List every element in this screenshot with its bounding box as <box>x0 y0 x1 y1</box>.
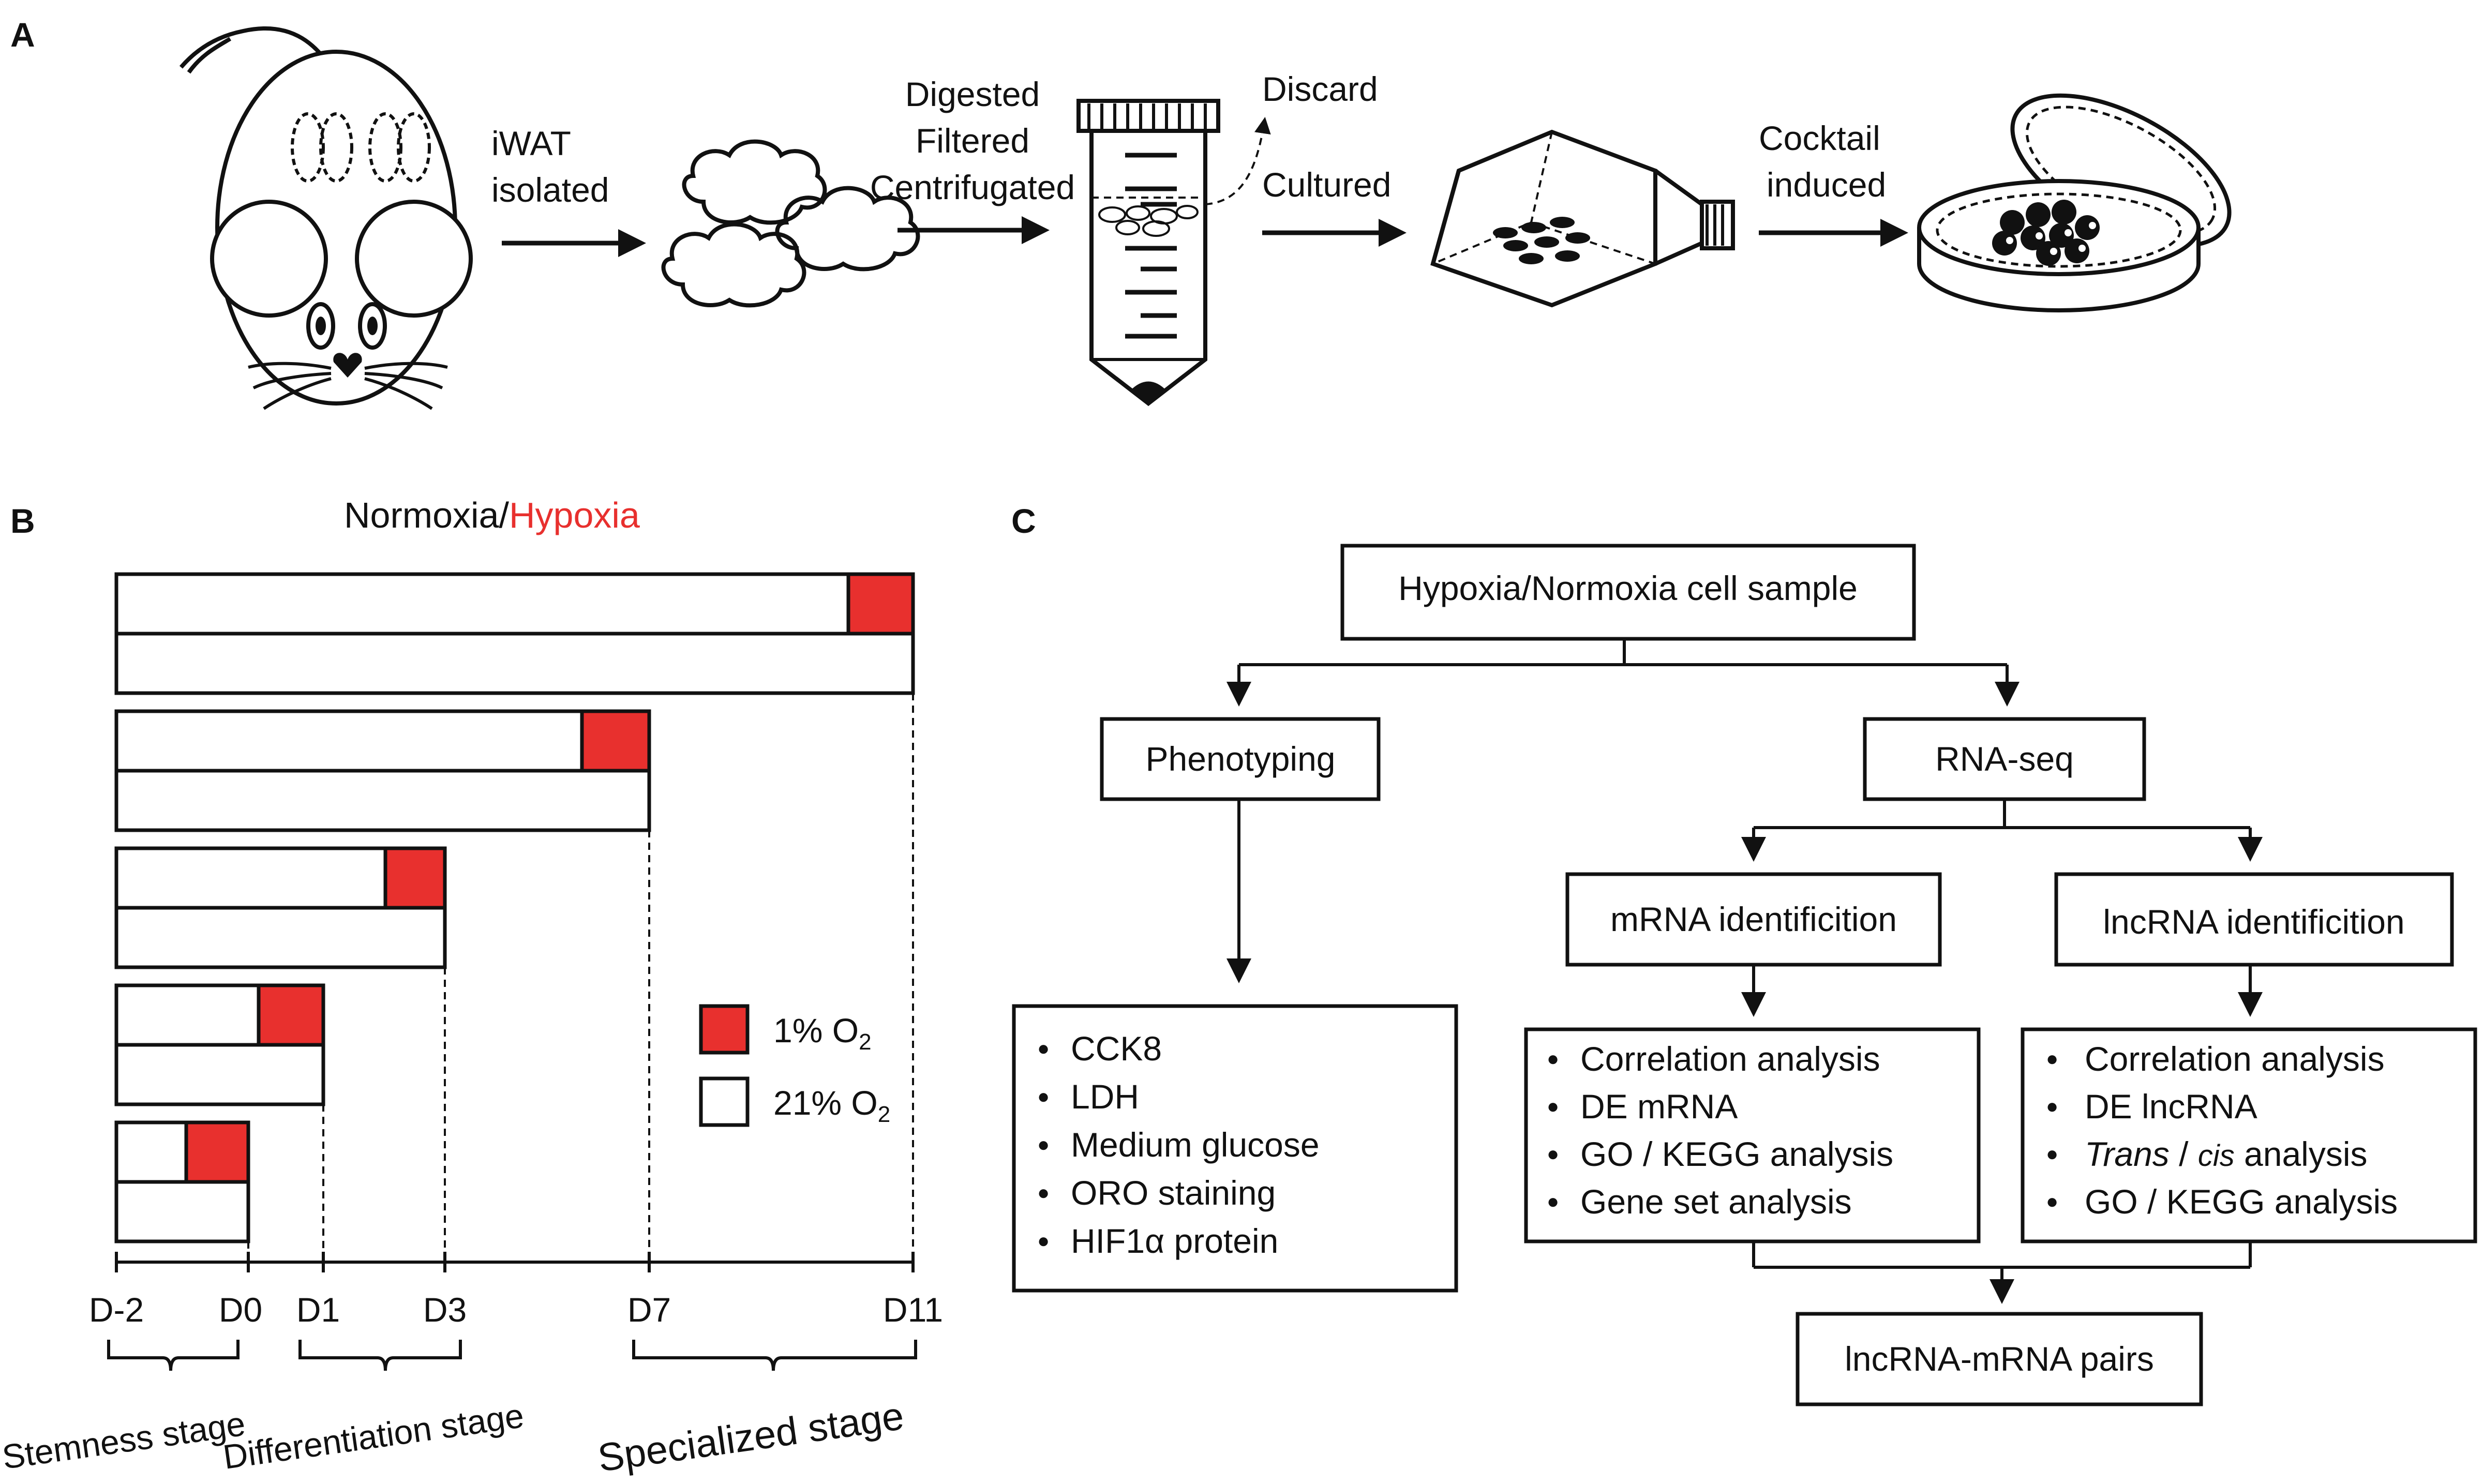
pairs-label: lncRNA-mRNA pairs <box>1845 1340 2154 1378</box>
title-normoxia: Normoxia/ <box>344 495 510 535</box>
bullet-icon: ● <box>1037 1085 1050 1108</box>
bar-row-2-hypoxia <box>580 709 651 773</box>
tissue-clouds-illustration <box>661 139 920 308</box>
mrna-item-2: DE mRNA <box>1580 1087 1738 1126</box>
stage-differentiation: Differentiation stage <box>221 1396 526 1476</box>
step-digested-label: Digested <box>905 75 1040 113</box>
phenotyping-box <box>1100 717 1381 801</box>
bullet-icon: ● <box>1037 1133 1050 1156</box>
tick-d3: D3 <box>423 1291 467 1329</box>
tick-d-2: D-2 <box>89 1291 144 1329</box>
bar-row-2-top <box>114 709 651 773</box>
bar-row-3-bottom <box>114 906 447 969</box>
lncrna-box <box>2054 872 2454 967</box>
phenotyping-item-4: ORO staining <box>1071 1174 1276 1212</box>
bullet-icon: ● <box>1037 1181 1050 1204</box>
panel-c-label: C <box>1011 502 1036 540</box>
legend-hypoxia-swatch <box>699 1004 750 1055</box>
bullet-icon: ● <box>2046 1190 2058 1213</box>
tick-d1: D1 <box>296 1291 340 1329</box>
bar-row-1-top <box>114 572 915 636</box>
lncrna-list: ● Correlation analysis ● DE lncRNA ● Tra… <box>2046 1040 2398 1221</box>
step-cultured-label: Cultured <box>1262 166 1391 204</box>
bar-row-3-hypoxia <box>383 846 447 910</box>
brace-differentiation <box>298 1340 462 1371</box>
step-centrifugated-label: Centrifugated <box>870 168 1075 206</box>
bullet-icon: ● <box>1547 1190 1559 1213</box>
stage-stemness: Stemness stage <box>0 1404 248 1476</box>
bar-row-2-bottom <box>114 769 651 832</box>
centrifuge-tube-illustration <box>1076 99 1220 407</box>
mouse-illustration <box>179 26 473 410</box>
step-iwat-label-2: isolated <box>491 171 609 209</box>
legend-normoxia-swatch <box>699 1076 750 1127</box>
tick-d0: D0 <box>219 1291 262 1329</box>
petri-dish-illustration <box>1917 93 2232 312</box>
mrna-item-3: GO / KEGG analysis <box>1580 1135 1893 1173</box>
phenotyping-item-5: HIF1α protein <box>1071 1222 1278 1260</box>
lncrna-item-1: Correlation analysis <box>2085 1040 2385 1078</box>
bar-row-5-hypoxia <box>184 1120 250 1184</box>
brace-specialized <box>632 1340 917 1371</box>
phenotyping-item-2: LDH <box>1071 1077 1139 1116</box>
root-label: Hypoxia/Normoxia cell sample <box>1398 569 1858 607</box>
bar-row-4-bottom <box>114 1043 325 1106</box>
mrna-label: mRNA identificition <box>1610 900 1897 938</box>
tick-d7: D7 <box>627 1291 671 1329</box>
lncrna-item-3: Trans / cis analysis <box>2085 1135 2368 1173</box>
bar-row-4-hypoxia <box>257 983 325 1047</box>
discard-label: Discard <box>1262 70 1378 108</box>
discard-arrow <box>1205 117 1271 205</box>
legend-normoxia-label: 21% O2 <box>773 1084 890 1127</box>
bullet-icon: ● <box>1037 1037 1050 1060</box>
bar-row-1-hypoxia <box>846 572 915 636</box>
bar-row-5-bottom <box>114 1180 250 1243</box>
phenotyping-label: Phenotyping <box>1146 740 1336 778</box>
culture-flask-illustration <box>1430 129 1735 308</box>
legend-hypoxia-label: 1% O2 <box>773 1011 872 1055</box>
pairs-box <box>1796 1312 2203 1406</box>
stage-specialized: Specialized stage <box>595 1394 907 1480</box>
phenotyping-item-3: Medium glucose <box>1071 1126 1320 1164</box>
rnaseq-label: RNA-seq <box>1935 740 2074 778</box>
bullet-icon: ● <box>2046 1095 2058 1118</box>
bar-row-1-bottom <box>114 632 915 695</box>
bullet-icon: ● <box>2046 1047 2058 1070</box>
bullet-icon: ● <box>1037 1230 1050 1252</box>
lncrna-item-4: GO / KEGG analysis <box>2085 1182 2398 1221</box>
mrna-list-box <box>1524 1027 1981 1243</box>
mrna-list: ● Correlation analysis ● DE mRNA ● GO / … <box>1547 1040 1893 1221</box>
step-induced-label: induced <box>1767 166 1886 204</box>
panel-a-label: A <box>10 16 35 54</box>
phenotyping-list-box <box>1012 1004 1458 1293</box>
phenotyping-list: ● CCK8 ● LDH ● Medium glucose ● ORO stai… <box>1037 1029 1320 1260</box>
bullet-icon: ● <box>2046 1143 2058 1165</box>
bullet-icon: ● <box>1547 1095 1559 1118</box>
title-hypoxia: Hypoxia <box>509 495 640 535</box>
tick-d11: D11 <box>883 1291 943 1329</box>
lncrna-item-2: DE lncRNA <box>2085 1087 2257 1126</box>
lncrna-label: lncRNA identificition <box>2103 903 2404 941</box>
step-iwat-label-1: iWAT <box>491 124 571 162</box>
mrna-item-1: Correlation analysis <box>1580 1040 1880 1078</box>
phenotyping-item-1: CCK8 <box>1071 1029 1162 1068</box>
mrna-item-4: Gene set analysis <box>1580 1182 1852 1221</box>
bullet-icon: ● <box>1547 1143 1559 1165</box>
step-filtered-label: Filtered <box>916 122 1029 160</box>
brace-stemness <box>107 1340 240 1371</box>
bullet-icon: ● <box>1547 1047 1559 1070</box>
panel-b-title: Normoxia/Hypoxia <box>344 495 640 535</box>
step-cocktail-label: Cocktail <box>1759 119 1880 157</box>
root-box <box>1340 544 1916 641</box>
panel-b-label: B <box>10 502 35 540</box>
